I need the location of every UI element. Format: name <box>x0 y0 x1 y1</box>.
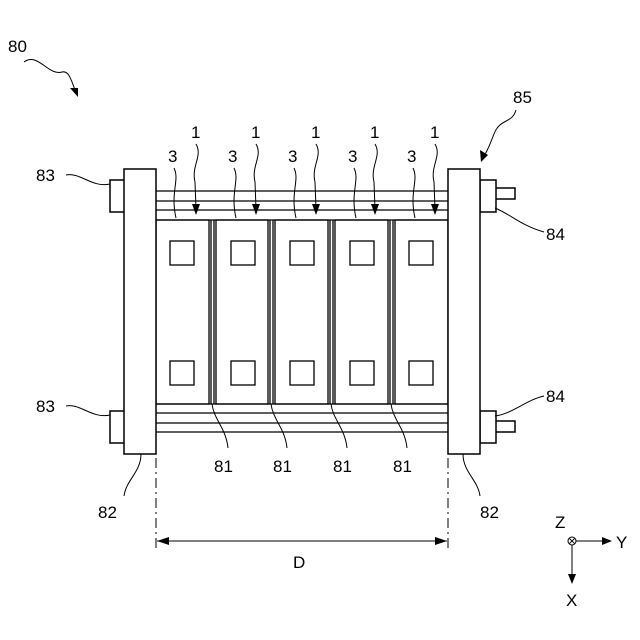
separator-callouts: 81 81 81 81 <box>212 404 412 476</box>
label-terminal: 3 <box>288 147 297 166</box>
lower-tie-rods <box>156 404 448 432</box>
leader-assembly <box>24 60 76 92</box>
label-terminal: 3 <box>228 147 237 166</box>
label-bolt-head-lower: 83 <box>36 397 55 416</box>
label-cell: 1 <box>251 123 260 142</box>
label-nut-upper: 84 <box>546 225 565 244</box>
leader-end-plate-right <box>463 454 480 496</box>
leader-frame <box>484 110 516 156</box>
separator <box>270 220 273 404</box>
separator <box>390 220 393 404</box>
label-separator: 81 <box>273 457 292 476</box>
end-plate-left <box>124 169 156 454</box>
rod-end-lower <box>495 421 515 432</box>
battery-cell <box>275 220 328 404</box>
label-cell: 1 <box>311 123 320 142</box>
cell-terminal-lower <box>170 361 194 385</box>
label-end-plate-left: 82 <box>98 503 117 522</box>
cell-terminal-upper <box>290 241 314 265</box>
battery-cell <box>156 220 209 404</box>
nut-upper <box>480 180 496 212</box>
battery-cell <box>335 220 388 404</box>
label-separator: 81 <box>333 457 352 476</box>
label-separator: 81 <box>393 457 412 476</box>
arrowhead-assembly <box>70 88 78 97</box>
separator <box>330 220 333 404</box>
cell-terminal-lower <box>409 361 433 385</box>
label-cell: 1 <box>191 123 200 142</box>
label-separator: 81 <box>214 457 233 476</box>
cell-terminal-upper <box>170 241 194 265</box>
axis-x-label: X <box>566 591 577 610</box>
label-distance: D <box>293 553 305 572</box>
label-cell: 1 <box>370 123 379 142</box>
label-assembly: 80 <box>8 37 27 56</box>
cell-terminal-lower <box>290 361 314 385</box>
rod-end-upper <box>495 188 515 199</box>
battery-cell <box>395 220 448 404</box>
label-end-plate-right: 82 <box>480 503 499 522</box>
label-cell: 1 <box>430 123 439 142</box>
end-plate-right <box>448 169 480 454</box>
cell-terminal-upper <box>409 241 433 265</box>
leader-nut-lower <box>495 396 544 416</box>
label-terminal: 3 <box>407 147 416 166</box>
upper-tie-rods <box>156 191 448 220</box>
nut-lower <box>480 411 496 443</box>
label-nut-lower: 84 <box>546 387 565 406</box>
label-bolt-head-upper: 83 <box>36 166 55 185</box>
leader-bolt-head-lower <box>66 406 110 416</box>
cell-terminal-lower <box>350 361 374 385</box>
battery-cell <box>216 220 268 404</box>
coordinate-axes: Z Y X <box>555 513 627 610</box>
axis-y-label: Y <box>616 533 627 552</box>
label-terminal: 3 <box>348 147 357 166</box>
leader-bolt-head-upper <box>66 175 110 185</box>
cell-terminal-upper <box>231 241 255 265</box>
leader-nut-upper <box>495 208 544 232</box>
terminal-callouts: 3 3 3 3 3 <box>168 147 416 218</box>
leader-end-plate-left <box>124 454 141 496</box>
axis-z-label: Z <box>555 513 565 532</box>
label-frame: 85 <box>513 88 532 107</box>
cell-terminal-upper <box>350 241 374 265</box>
separator <box>211 220 214 404</box>
cell-terminal-lower <box>231 361 255 385</box>
label-terminal: 3 <box>168 147 177 166</box>
